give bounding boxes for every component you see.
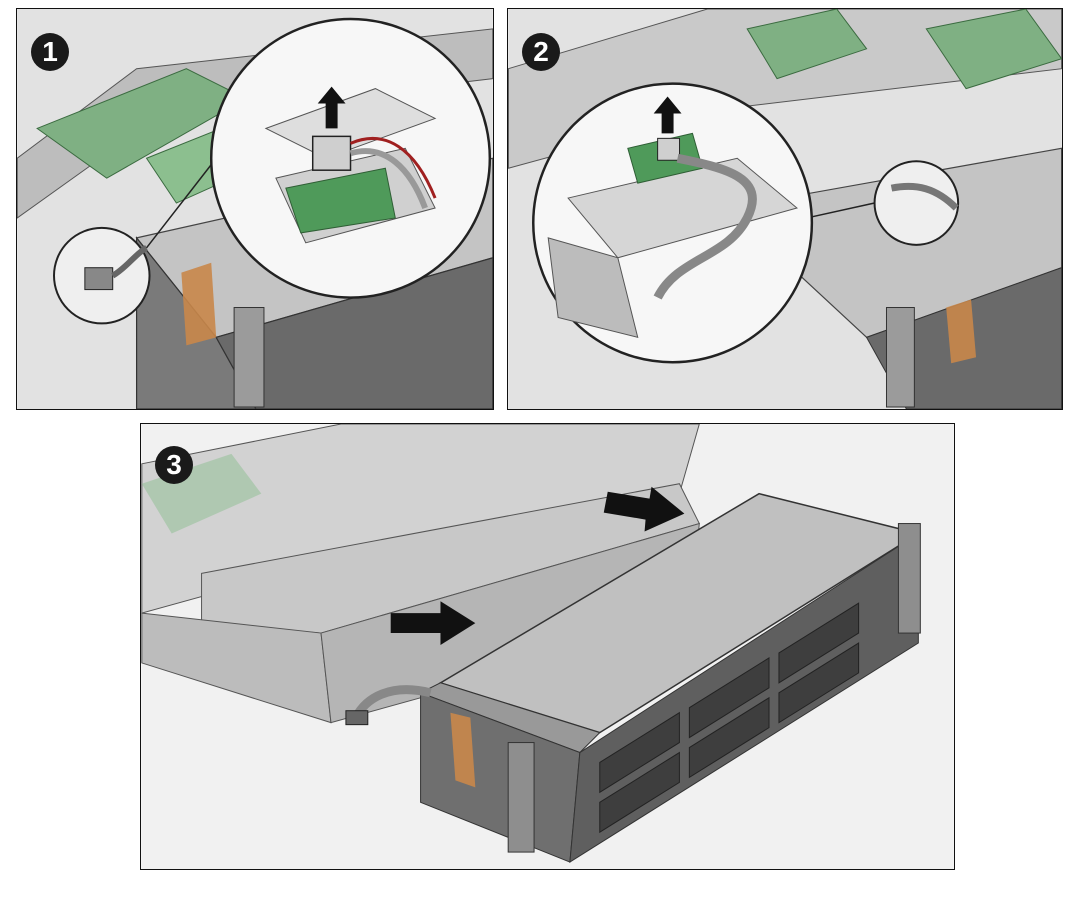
slide-arrow-right: [390, 601, 476, 646]
circuit-board: [746, 9, 868, 80]
step-3-panel: 3: [140, 423, 955, 870]
connector-board: [285, 167, 396, 234]
front-bezel: [897, 523, 921, 634]
lift-arrow-up: [317, 86, 346, 129]
step-1-illustration: [17, 9, 493, 409]
cable-plug: [311, 135, 352, 171]
ribbon-cable: [890, 182, 959, 211]
circuit-board: [925, 9, 1062, 90]
drive-bay: [599, 711, 680, 794]
cable-plug: [657, 137, 681, 161]
step-3-illustration: [141, 424, 954, 869]
ribbon-cable: [653, 153, 757, 300]
label-tape: [450, 712, 476, 788]
red-wire: [349, 137, 437, 199]
step-2-illustration: [508, 9, 1062, 409]
cable-connector: [345, 710, 369, 726]
step-number-badge: 2: [522, 33, 560, 71]
callout-line: [145, 157, 217, 249]
step-number-badge: 1: [31, 33, 69, 71]
chassis-front-corner: [547, 237, 639, 339]
front-bezel: [507, 742, 535, 853]
lift-arrow-up: [653, 96, 682, 134]
step-1-panel: 1: [16, 8, 494, 410]
ribbon-cable: [349, 148, 428, 210]
label-tape: [181, 262, 217, 346]
ribbon-cable: [111, 245, 149, 279]
step-2-panel: 2: [507, 8, 1063, 410]
slide-arrow-right: [603, 486, 685, 532]
cable-connector: [84, 267, 114, 291]
label-tape: [946, 299, 977, 364]
drive-bay: [778, 602, 860, 684]
front-bezel: [233, 307, 265, 408]
drive-bay: [599, 751, 680, 834]
front-bezel: [885, 307, 915, 408]
drive-bay: [688, 657, 770, 739]
step-number-badge: 3: [155, 446, 193, 484]
drive-bay: [778, 642, 860, 724]
callout-line: [806, 202, 875, 219]
drive-bay: [688, 696, 770, 779]
